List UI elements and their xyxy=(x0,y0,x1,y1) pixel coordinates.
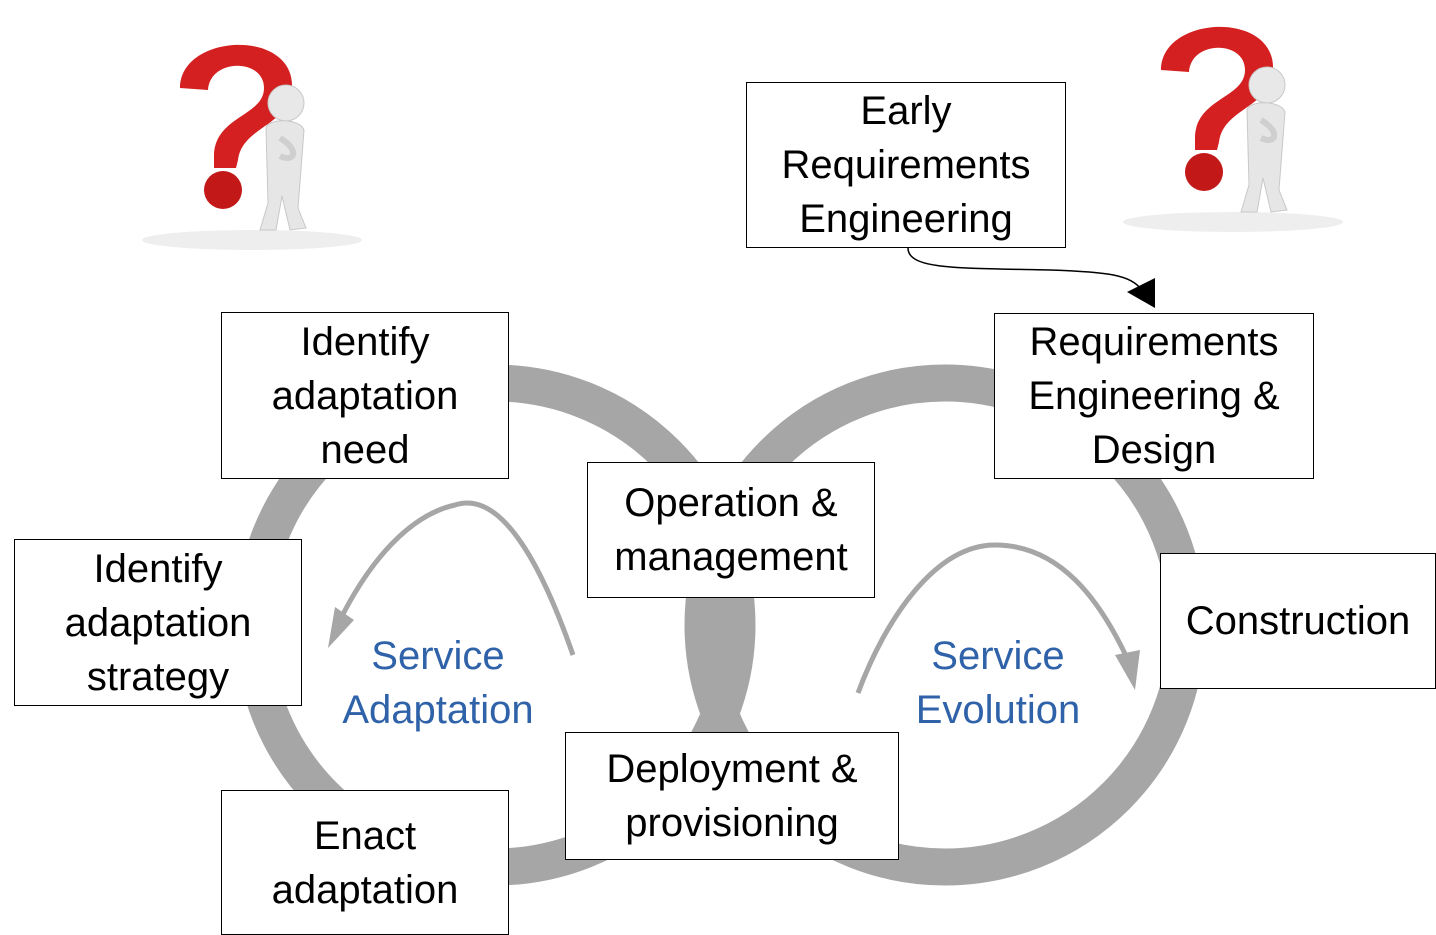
operation-management-box: Operation & management xyxy=(587,462,875,598)
service-evolution-caption: Service Evolution xyxy=(878,629,1118,737)
question-mark-thinker-icon xyxy=(1123,26,1343,232)
box-line: Requirements xyxy=(1029,320,1279,364)
box-line: Requirements xyxy=(781,143,1031,187)
box-line: need xyxy=(320,427,410,472)
caption-line: Evolution xyxy=(915,688,1081,732)
caption-line: Service xyxy=(931,634,1065,678)
identify-adaptation-need-box: Identify adaptation need xyxy=(221,312,509,479)
early-to-req-connector xyxy=(907,247,1143,291)
box-line: Construction xyxy=(1185,599,1411,643)
question-mark-thinker-icon xyxy=(142,44,362,250)
adaptation-cycle-arrow xyxy=(337,500,576,656)
deployment-provisioning-box: Deployment & provisioning xyxy=(565,732,899,860)
box-line: Design xyxy=(1091,428,1217,472)
enact-adaptation-box: Enact adaptation xyxy=(221,790,509,935)
construction-box: Construction xyxy=(1160,553,1436,689)
box-line: Enact xyxy=(313,813,417,858)
evolution-cycle-arrow xyxy=(855,542,1131,694)
box-line: Engineering & xyxy=(1028,374,1280,418)
box-line: Deployment & xyxy=(606,747,858,791)
box-line: management xyxy=(614,535,848,579)
identify-adaptation-strategy-box: Identify adaptation strategy xyxy=(14,539,302,706)
service-adaptation-caption: Service Adaptation xyxy=(318,629,558,737)
box-line: provisioning xyxy=(625,801,839,845)
connector-arrowhead xyxy=(1127,278,1155,308)
box-line: Identify xyxy=(93,546,223,591)
box-line: Operation & xyxy=(624,481,838,525)
box-line: adaptation xyxy=(64,600,252,645)
caption-line: Adaptation xyxy=(342,688,534,732)
box-line: adaptation xyxy=(271,867,459,912)
requirements-engineering-design-box: Requirements Engineering & Design xyxy=(994,313,1314,479)
box-line: Identify xyxy=(300,319,430,364)
box-line: Engineering xyxy=(799,197,1013,241)
evolution-arrowhead xyxy=(1115,650,1140,690)
early-requirements-engineering-box: Early Requirements Engineering xyxy=(746,82,1066,248)
box-line: Early xyxy=(860,89,952,133)
caption-line: Service xyxy=(371,634,505,678)
box-line: adaptation xyxy=(271,373,459,418)
box-line: strategy xyxy=(86,654,230,699)
adaptation-arrowhead xyxy=(328,607,354,648)
